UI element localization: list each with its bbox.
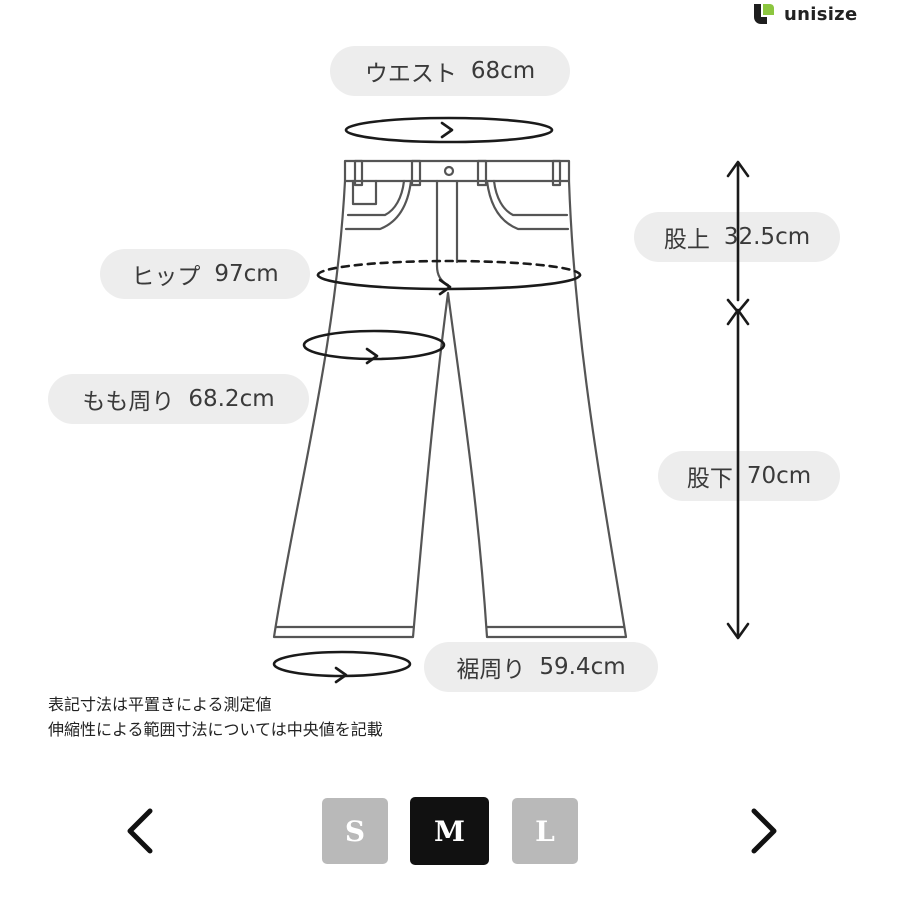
inseam-label-text: 股下 [686, 466, 733, 492]
measurement-note-1: 表記寸法は平置きによる測定値 [48, 695, 272, 714]
size-s-button[interactable]: S [322, 798, 388, 864]
size-m-label: M [434, 814, 465, 848]
size-s-label: S [344, 814, 366, 848]
chevron-right-icon [751, 808, 777, 854]
inseam-value: 70cm [746, 463, 812, 489]
unisize-logo-icon [754, 4, 774, 24]
measurement-note-2: 伸縮性による範囲寸法については中央値を記載 [48, 720, 383, 739]
chevron-left-icon [127, 808, 153, 854]
hem-label-text: 裾周り [456, 657, 526, 683]
hem-label: 裾周り 59.4cm [424, 642, 658, 692]
thigh-value: 68.2cm [188, 386, 275, 412]
waist-value: 68cm [470, 58, 536, 84]
prev-size-button[interactable] [120, 803, 160, 859]
unisize-logo: unisize [752, 0, 857, 28]
rise-label-text: 股上 [663, 227, 710, 253]
measurement-guides [272, 116, 750, 684]
thigh-label-text: もも周り [82, 389, 175, 415]
inseam-label: 股下 70cm [658, 451, 840, 501]
hip-value: 97cm [214, 261, 279, 287]
hip-label: ヒップ 97cm [100, 249, 310, 299]
hip-label-text: ヒップ [131, 264, 201, 290]
size-l-label: L [535, 814, 555, 848]
size-m-button[interactable]: M [410, 797, 489, 865]
hem-value: 59.4cm [539, 654, 626, 680]
waist-label-text: ウエスト [364, 61, 457, 87]
next-size-button[interactable] [744, 803, 784, 859]
brand-name: unisize [784, 3, 858, 25]
size-l-button[interactable]: L [512, 798, 578, 864]
thigh-label: もも周り 68.2cm [48, 374, 309, 424]
waist-label: ウエスト 68cm [330, 46, 570, 96]
pants-illustration [272, 159, 628, 639]
